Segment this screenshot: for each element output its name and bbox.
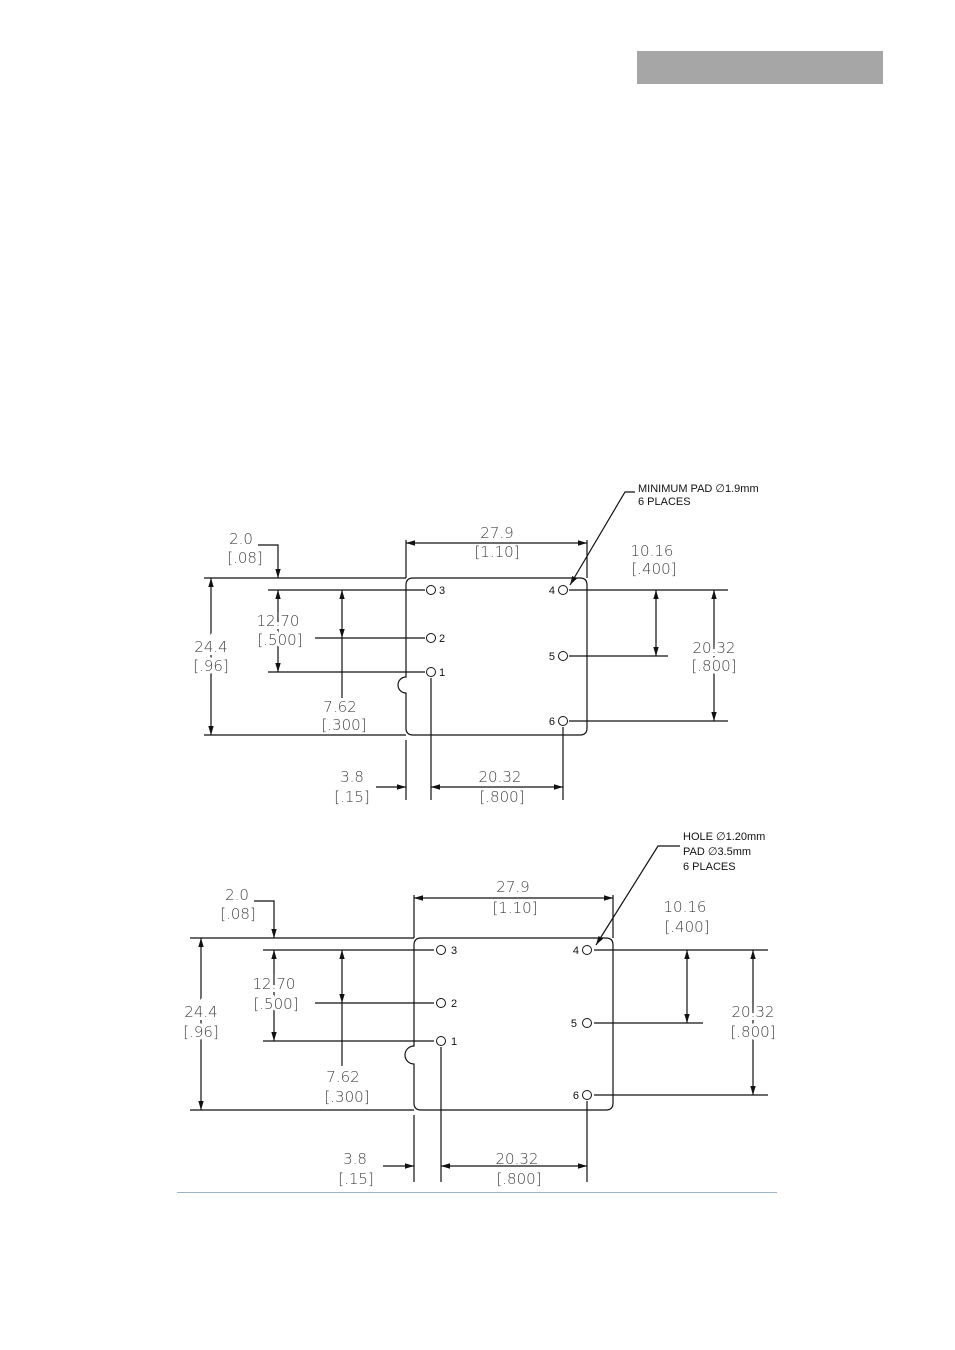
height-in: [.96]: [183, 1023, 219, 1041]
pad-6: [559, 717, 568, 726]
offset-in: [.08]: [220, 905, 256, 923]
right-span-mm: 20.32: [693, 639, 736, 657]
height-mm: 24.4: [184, 1003, 217, 1021]
pin-spacing-mm: 7.62: [323, 698, 356, 716]
package-outline: [405, 938, 613, 1110]
pitch-in: [.500]: [253, 995, 298, 1013]
height-mm: 24.4: [194, 638, 227, 656]
right-span-in: [.800]: [691, 657, 736, 675]
pad-6: [583, 1091, 592, 1100]
right-top-mm: 10.16: [631, 542, 674, 560]
pad-1: [427, 668, 436, 677]
offset-in: [.08]: [227, 549, 263, 567]
width-mm: 27.9: [480, 524, 513, 542]
right-top-mm: 10.16: [664, 898, 707, 916]
bottom-left-in: [.15]: [334, 788, 370, 806]
pitch-mm: 12.70: [257, 612, 300, 630]
pad-1: [437, 1037, 446, 1046]
pin-label-5: 5: [571, 1018, 577, 1030]
pad-3: [427, 586, 436, 595]
pitch-mm: 12.70: [253, 975, 296, 993]
pad-2: [437, 999, 446, 1008]
bottom-span-mm: 20.32: [496, 1150, 539, 1168]
width-mm: 27.9: [496, 878, 529, 896]
bottom-left-in: [.15]: [338, 1170, 374, 1188]
pitch-in: [.500]: [257, 631, 302, 649]
bottom-span-in: [.800]: [496, 1170, 541, 1188]
right-top-in: [.400]: [631, 560, 676, 578]
bottom-left-mm: 3.8: [343, 1150, 367, 1168]
bottom-span-in: [.800]: [479, 788, 524, 806]
pin-label-2: 2: [451, 998, 457, 1010]
pad-5: [583, 1019, 592, 1028]
pin-label-6: 6: [549, 716, 555, 728]
footprint-drawing-1: 3 2 1 4 5 6 MINIMUM PAD ∅1.9mm 6 PLACES …: [193, 483, 758, 806]
pad-3: [437, 946, 446, 955]
pad-4: [583, 946, 592, 955]
offset-mm: 2.0: [229, 530, 253, 548]
hole-note-line-2: PAD ∅3.5mm: [683, 846, 751, 858]
pad-2: [427, 634, 436, 643]
bottom-span-mm: 20.32: [479, 768, 522, 786]
pad-5: [559, 652, 568, 661]
pin-label-1: 1: [439, 667, 445, 679]
hole-note-line-3: 6 PLACES: [683, 861, 736, 873]
footprint-drawing-2: 3 2 1 4 5 6 HOLE ∅1.20mm PAD ∅3.5mm 6 PL…: [183, 831, 775, 1188]
width-in: [1.10]: [474, 543, 519, 561]
offset-mm: 2.0: [225, 886, 249, 904]
right-top-in: [.400]: [664, 918, 709, 936]
pin-label-5: 5: [549, 651, 555, 663]
hole-note-line-1: HOLE ∅1.20mm: [683, 831, 765, 843]
pad-4: [559, 586, 568, 595]
pin-label-3: 3: [439, 585, 445, 597]
pin-label-4: 4: [573, 945, 579, 957]
pin-label-6: 6: [573, 1090, 579, 1102]
pad-note-line-1: MINIMUM PAD ∅1.9mm: [638, 483, 759, 495]
bottom-left-mm: 3.8: [340, 768, 364, 786]
height-in: [.96]: [193, 657, 229, 675]
pin-label-3: 3: [451, 945, 457, 957]
pin-label-2: 2: [439, 633, 445, 645]
pin-label-1: 1: [451, 1036, 457, 1048]
pad-note-line-2: 6 PLACES: [638, 496, 691, 508]
pin-label-4: 4: [549, 585, 555, 597]
right-span-mm: 20.32: [732, 1003, 775, 1021]
footer-rule: [177, 1192, 777, 1193]
right-span-in: [.800]: [730, 1023, 775, 1041]
pin-spacing-mm: 7.62: [326, 1068, 359, 1086]
pin-spacing-in: [.300]: [324, 1088, 369, 1106]
width-in: [1.10]: [492, 899, 537, 917]
pin-spacing-in: [.300]: [321, 716, 366, 734]
